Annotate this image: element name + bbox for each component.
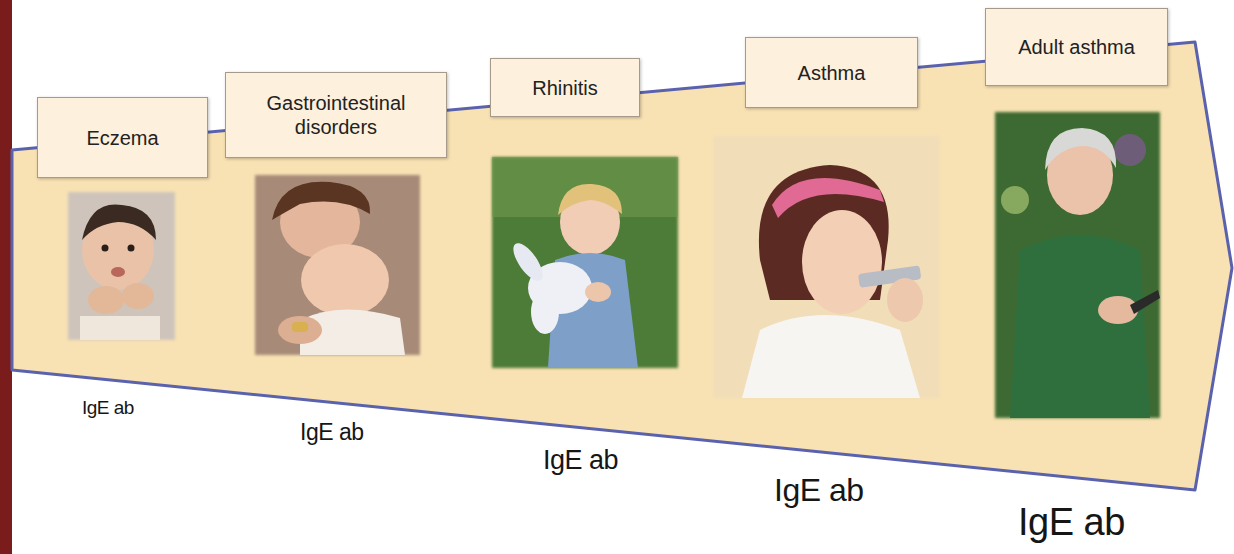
bunny-ear <box>508 239 548 285</box>
flowers <box>1114 134 1146 166</box>
stage-box: Adult asthma <box>985 8 1168 86</box>
hair <box>272 182 370 220</box>
hair <box>558 184 622 215</box>
bracelet <box>292 322 308 332</box>
hand <box>585 282 611 302</box>
hair <box>82 204 156 240</box>
sweater <box>742 315 920 398</box>
antibody-label: IgE ab <box>543 447 618 474</box>
stage-label: Adult asthma <box>1018 35 1135 59</box>
antibody-label: IgE ab <box>300 421 364 444</box>
stage-box: Asthma <box>745 37 918 108</box>
leaves <box>1001 186 1029 214</box>
baby-head <box>301 244 389 316</box>
photo-ground <box>995 112 1160 418</box>
side-bar <box>0 0 12 554</box>
clothes <box>80 316 160 340</box>
photo-ground <box>492 157 678 368</box>
antibody-label: IgE ab <box>1018 503 1125 541</box>
hand <box>88 286 124 314</box>
shirt <box>1010 235 1150 418</box>
pruning-shears <box>1130 290 1160 314</box>
photo-ground <box>68 192 175 340</box>
antibody-label: IgE ab <box>82 398 134 417</box>
hand <box>278 316 322 344</box>
stage-label: Asthma <box>798 61 866 85</box>
photo-ground <box>255 175 420 355</box>
hand <box>122 283 154 309</box>
mouth <box>111 267 125 277</box>
stage-label: Eczema <box>86 126 158 150</box>
eye <box>102 245 109 252</box>
march-arrow <box>12 42 1232 490</box>
stage-box: Eczema <box>37 97 208 178</box>
man-garden-photo <box>995 112 1160 418</box>
hair <box>1045 128 1116 170</box>
toddler-photo <box>492 157 678 368</box>
stage-box: Gastrointestinal disorders <box>225 72 447 158</box>
photo-ground <box>713 136 940 398</box>
stage-label: Rhinitis <box>532 76 598 100</box>
bunny-leg <box>531 290 559 334</box>
stage-label: Gastrointestinal disorders <box>236 91 436 139</box>
stage-box: Rhinitis <box>490 58 640 117</box>
headband <box>772 178 884 218</box>
mother-baby-photo <box>255 175 420 355</box>
antibody-label: IgE ab <box>774 474 864 506</box>
face <box>802 210 882 314</box>
hand <box>887 278 923 322</box>
hand <box>1098 296 1138 324</box>
baby-photo <box>68 192 175 340</box>
girl-inhaler-photo <box>713 136 940 398</box>
eye <box>128 245 135 252</box>
